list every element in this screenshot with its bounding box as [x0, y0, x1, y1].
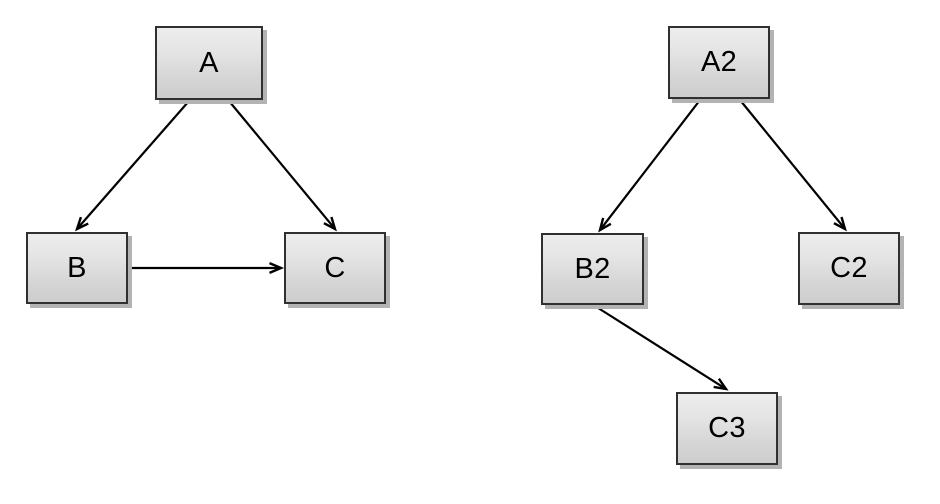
edge-line — [228, 100, 335, 229]
arrowhead-icon — [323, 216, 337, 232]
node-c2[interactable]: C2 — [798, 232, 900, 305]
node-label: C3 — [708, 412, 746, 444]
node-a2[interactable]: A2 — [668, 26, 770, 99]
node-label: A2 — [700, 46, 738, 78]
node-label: A — [199, 46, 219, 79]
arrowhead-icon — [833, 216, 847, 232]
edge-b2-c3[interactable] — [594, 305, 729, 391]
node-label: B — [67, 251, 87, 284]
edge-a2-b2[interactable] — [598, 99, 701, 233]
node-label: C2 — [830, 252, 868, 284]
edge-a-c[interactable] — [228, 100, 337, 232]
node-b[interactable]: B — [26, 232, 128, 304]
arrowhead-icon — [598, 217, 612, 233]
node-c[interactable]: C — [284, 232, 386, 304]
edge-a2-c2[interactable] — [739, 99, 847, 232]
node-label: B2 — [574, 252, 611, 285]
arrowhead-icon — [713, 378, 729, 391]
edge-a-b[interactable] — [74, 100, 190, 232]
edge-line — [594, 305, 725, 389]
edge-line — [600, 99, 701, 230]
node-b2[interactable]: B2 — [541, 233, 644, 305]
edge-line — [739, 99, 845, 229]
node-label: C — [324, 251, 346, 284]
arrowhead-icon — [269, 262, 285, 274]
edge-b-c[interactable] — [129, 262, 285, 274]
node-c3[interactable]: C3 — [676, 392, 778, 465]
arrowhead-icon — [74, 216, 89, 232]
edge-line — [77, 100, 190, 229]
node-a[interactable]: A — [155, 26, 263, 100]
